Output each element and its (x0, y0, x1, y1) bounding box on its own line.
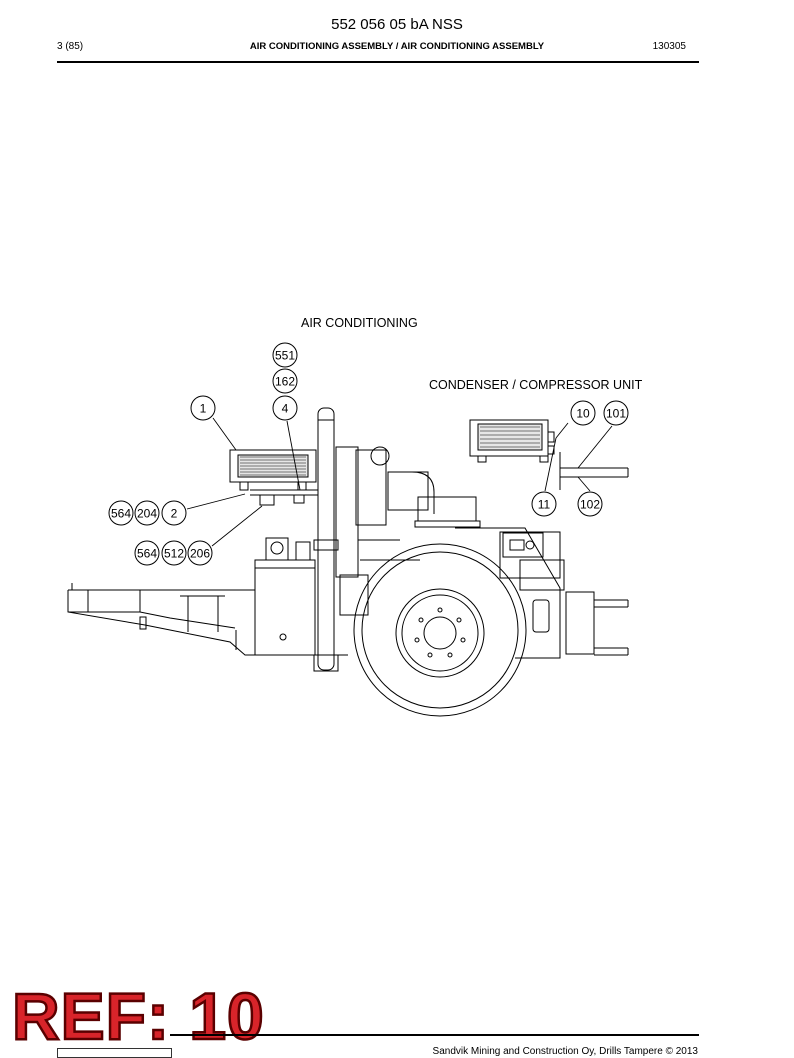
callout-551: 551 (272, 342, 298, 368)
callout-512: 512 (161, 540, 187, 566)
main-wheel (353, 543, 527, 717)
svg-text:512: 512 (164, 547, 184, 561)
callout-10: 10 (570, 400, 596, 426)
callout-1: 1 (190, 395, 216, 421)
callout-11: 11 (531, 491, 557, 517)
callout-564-b: 564 (134, 540, 160, 566)
engine-block (335, 446, 481, 616)
svg-text:564: 564 (137, 547, 157, 561)
callout-204: 204 (134, 500, 160, 526)
exhaust-column (313, 407, 339, 672)
svg-text:204: 204 (137, 507, 157, 521)
svg-text:10: 10 (576, 407, 590, 421)
header-rule (57, 61, 699, 63)
section-title: AIR CONDITIONING ASSEMBLY / AIR CONDITIO… (249, 41, 545, 52)
callout-206: 206 (187, 540, 213, 566)
callout-2: 2 (161, 500, 187, 526)
svg-text:102: 102 (580, 498, 600, 512)
svg-text:4: 4 (282, 402, 289, 416)
company-logo (57, 1048, 172, 1058)
right-chassis (455, 527, 629, 659)
condenser-unit-label: CONDENSER / COMPRESSOR UNIT (429, 378, 643, 392)
callout-102: 102 (577, 491, 603, 517)
svg-text:162: 162 (275, 375, 295, 389)
air-conditioning-label: AIR CONDITIONING (301, 316, 418, 330)
svg-text:1: 1 (200, 402, 207, 416)
footer-copyright: Sandvik Mining and Construction Oy, Dril… (432, 1046, 698, 1057)
callout-564-a: 564 (108, 500, 134, 526)
document-date: 130305 (652, 41, 686, 52)
hydraulic-tank (254, 537, 316, 656)
svg-text:101: 101 (606, 407, 626, 421)
ac-unit-main (229, 449, 318, 506)
svg-text:206: 206 (190, 547, 210, 561)
footer-rule (170, 1034, 699, 1036)
svg-text:11: 11 (538, 498, 551, 512)
callout-162: 162 (272, 368, 298, 394)
page-number: 3 (85) (57, 41, 84, 52)
condenser-unit (469, 419, 629, 490)
callout-101: 101 (603, 400, 629, 426)
svg-text:2: 2 (171, 507, 178, 521)
leader-lines (186, 417, 613, 547)
ref-stamp: REF: 10 (11, 979, 265, 1053)
compressor-pump (502, 532, 565, 591)
callout-4: 4 (272, 395, 298, 421)
document-title: 552 056 05 bA NSS (331, 16, 463, 33)
svg-text:564: 564 (111, 507, 131, 521)
boom-frame (67, 583, 348, 656)
svg-text:551: 551 (275, 349, 295, 363)
